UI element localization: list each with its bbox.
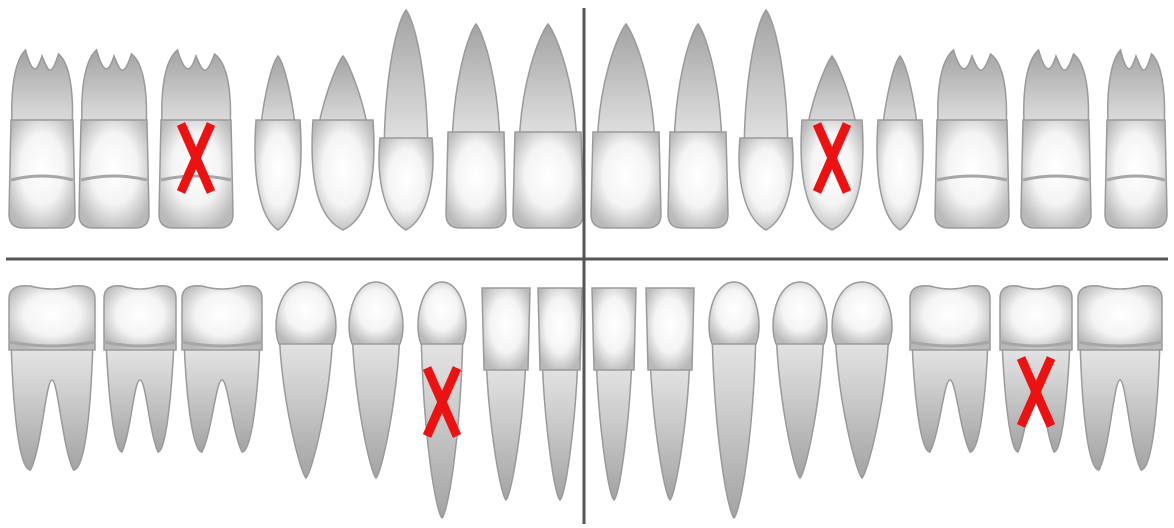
tooth-crown — [1021, 120, 1091, 228]
lower-tooth-incisor — [482, 288, 530, 500]
tooth-crown — [349, 282, 403, 344]
tooth-root — [650, 354, 690, 500]
upper-tooth-incisor — [591, 24, 661, 228]
tooth-root — [542, 354, 578, 500]
upper-tooth-incisor — [668, 24, 728, 228]
lower-tooth-premolar — [276, 282, 336, 478]
tooth-root — [1080, 340, 1160, 470]
tooth-crown — [104, 286, 176, 350]
tooth-root — [279, 328, 333, 478]
tooth-root — [776, 328, 824, 478]
lower-tooth-molar — [9, 286, 95, 470]
tooth-crown — [255, 120, 301, 230]
upper-tooth-premolar — [255, 56, 301, 230]
tooth-crown — [9, 120, 75, 228]
tooth-crown — [801, 120, 863, 230]
lower-tooth-molar — [1078, 286, 1162, 470]
upper-tooth-incisor — [513, 24, 583, 228]
tooth-root — [596, 354, 632, 500]
tooth-crown — [379, 138, 433, 230]
tooth-crown — [159, 120, 233, 228]
tooth-crown — [1105, 120, 1167, 228]
upper-tooth-premolar — [312, 56, 374, 230]
tooth-crown — [538, 288, 582, 370]
tooth-crown — [877, 120, 923, 230]
upper-arch — [9, 10, 1167, 230]
tooth-root — [712, 328, 756, 518]
tooth-root — [184, 340, 260, 452]
tooth-crown — [1078, 286, 1162, 350]
tooth-crown — [739, 138, 793, 230]
tooth-root — [486, 354, 526, 500]
upper-tooth-molar — [1105, 50, 1167, 228]
tooth-crown — [668, 132, 728, 228]
upper-tooth-molar — [935, 50, 1009, 228]
tooth-root — [11, 340, 93, 470]
lower-tooth-premolar — [773, 282, 827, 478]
lower-tooth-molar — [1000, 286, 1072, 452]
tooth-crown — [1000, 286, 1072, 350]
tooth-crown — [709, 282, 759, 344]
tooth-crown — [312, 120, 374, 230]
tooth-crown — [418, 282, 466, 344]
tooth-root — [835, 328, 889, 478]
tooth-crown — [646, 288, 694, 370]
tooth-crown — [832, 282, 892, 344]
tooth-crown — [446, 132, 506, 228]
tooth-root — [106, 340, 174, 452]
upper-tooth-premolar — [877, 56, 923, 230]
lower-tooth-molar — [910, 286, 990, 452]
upper-tooth-molar — [159, 50, 233, 228]
upper-tooth-premolar — [801, 56, 863, 230]
upper-tooth-molar — [79, 50, 149, 228]
lower-tooth-molar — [182, 286, 262, 452]
lower-tooth-premolar — [832, 282, 892, 478]
tooth-crown — [9, 286, 95, 350]
upper-tooth-incisor — [446, 24, 506, 228]
tooth-crown — [910, 286, 990, 350]
lower-tooth-molar — [104, 286, 176, 452]
lower-tooth-incisor — [538, 288, 582, 500]
tooth-root — [421, 328, 463, 518]
tooth-crown — [591, 132, 661, 228]
tooth-crown — [513, 132, 583, 228]
upper-tooth-canine — [739, 10, 793, 230]
tooth-crown — [773, 282, 827, 344]
tooth-crown — [935, 120, 1009, 228]
tooth-crown — [276, 282, 336, 344]
upper-tooth-canine — [379, 10, 433, 230]
upper-tooth-molar — [9, 50, 75, 228]
lower-tooth-incisor — [592, 288, 636, 500]
tooth-root — [352, 328, 400, 478]
upper-tooth-molar — [1021, 50, 1091, 228]
lower-tooth-premolar — [349, 282, 403, 478]
lower-tooth-incisor — [646, 288, 694, 500]
lower-tooth-canine — [709, 282, 759, 518]
tooth-crown — [592, 288, 636, 370]
tooth-crown — [79, 120, 149, 228]
tooth-crown — [182, 286, 262, 350]
tooth-root — [912, 340, 988, 452]
tooth-crown — [482, 288, 530, 370]
